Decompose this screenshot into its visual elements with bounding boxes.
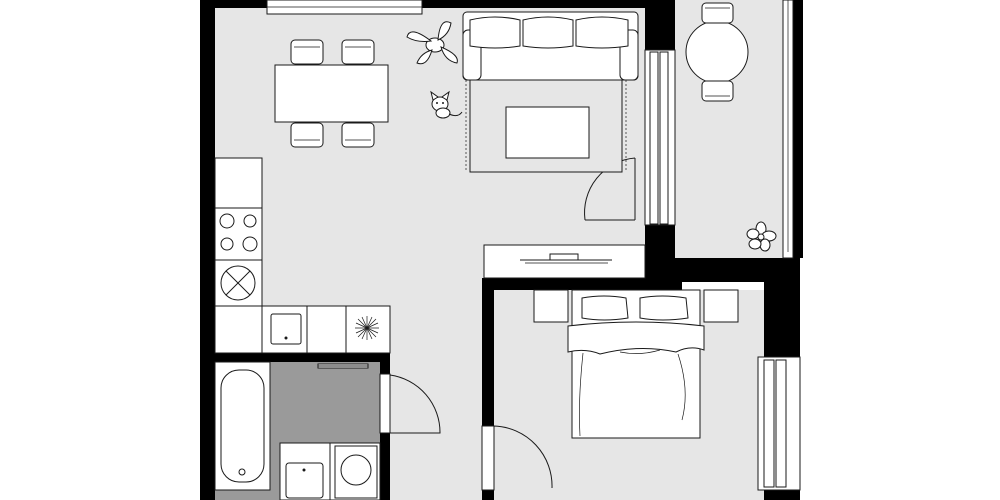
door-bedroom-swing: [493, 425, 553, 490]
balcony-chair: [701, 80, 734, 102]
wall-bedroom-top: [482, 278, 682, 290]
lamp-icon: [355, 316, 379, 340]
oven-icon: [214, 259, 263, 307]
dining-chair: [290, 122, 324, 148]
sofa: [462, 11, 639, 81]
cat-icon: [430, 90, 463, 119]
wall-bedroom-right-bottom: [764, 490, 800, 500]
bathroom: [214, 361, 381, 500]
rug: [465, 79, 627, 173]
wall-balcony-right: [793, 0, 803, 258]
balcony-table: [685, 20, 749, 84]
bed: [567, 289, 705, 439]
dining-set: [274, 39, 389, 148]
bedroom: [533, 289, 739, 439]
door-bathroom-swing: [389, 374, 441, 434]
wall-bath-top: [215, 353, 390, 362]
kitchen-counter-bottom: [214, 305, 391, 354]
counter-segment: [214, 157, 263, 209]
wall-bedroom-right-top: [764, 282, 800, 357]
living-kitchen-floor-lower: [390, 245, 482, 500]
stove-icon: [214, 207, 263, 261]
wall-living-right-top: [645, 0, 675, 50]
dining-table: [274, 64, 389, 123]
wall-living-right-bottom: [645, 225, 675, 282]
wall-bath-right-bottom: [380, 433, 390, 500]
coffee-table: [505, 106, 590, 159]
wall-bedroom-left: [482, 278, 494, 426]
doors: [379, 157, 636, 491]
wall-bedroom-left-bottom: [482, 490, 494, 500]
walls: [200, 0, 803, 500]
kitchen: [214, 157, 391, 354]
wardrobe: [483, 244, 646, 279]
sink-icon: [285, 462, 324, 499]
dining-chair: [341, 122, 375, 148]
wall-top-right: [422, 0, 675, 8]
door-bedroom-frame: [481, 425, 495, 491]
wall-balcony-bottom: [675, 258, 800, 282]
door-bathroom-frame: [379, 373, 391, 434]
balcony-set: [685, 2, 777, 252]
nightstand-left: [533, 289, 569, 323]
balcony-flower-icon: [746, 221, 777, 252]
wall-bath-right-top: [380, 362, 390, 374]
wall-left: [200, 0, 215, 500]
washing-machine-icon: [334, 445, 378, 499]
windows: [266, 0, 801, 491]
balcony-chair: [701, 2, 734, 24]
wall-top-left: [215, 0, 267, 8]
dining-chair: [290, 39, 324, 65]
potted-plant-icon: [406, 21, 458, 65]
dining-chair: [341, 39, 375, 65]
bathtub-icon: [214, 361, 271, 491]
nightstand-right: [703, 289, 739, 323]
door-living-swing: [584, 157, 636, 221]
sink-icon: [270, 313, 302, 345]
